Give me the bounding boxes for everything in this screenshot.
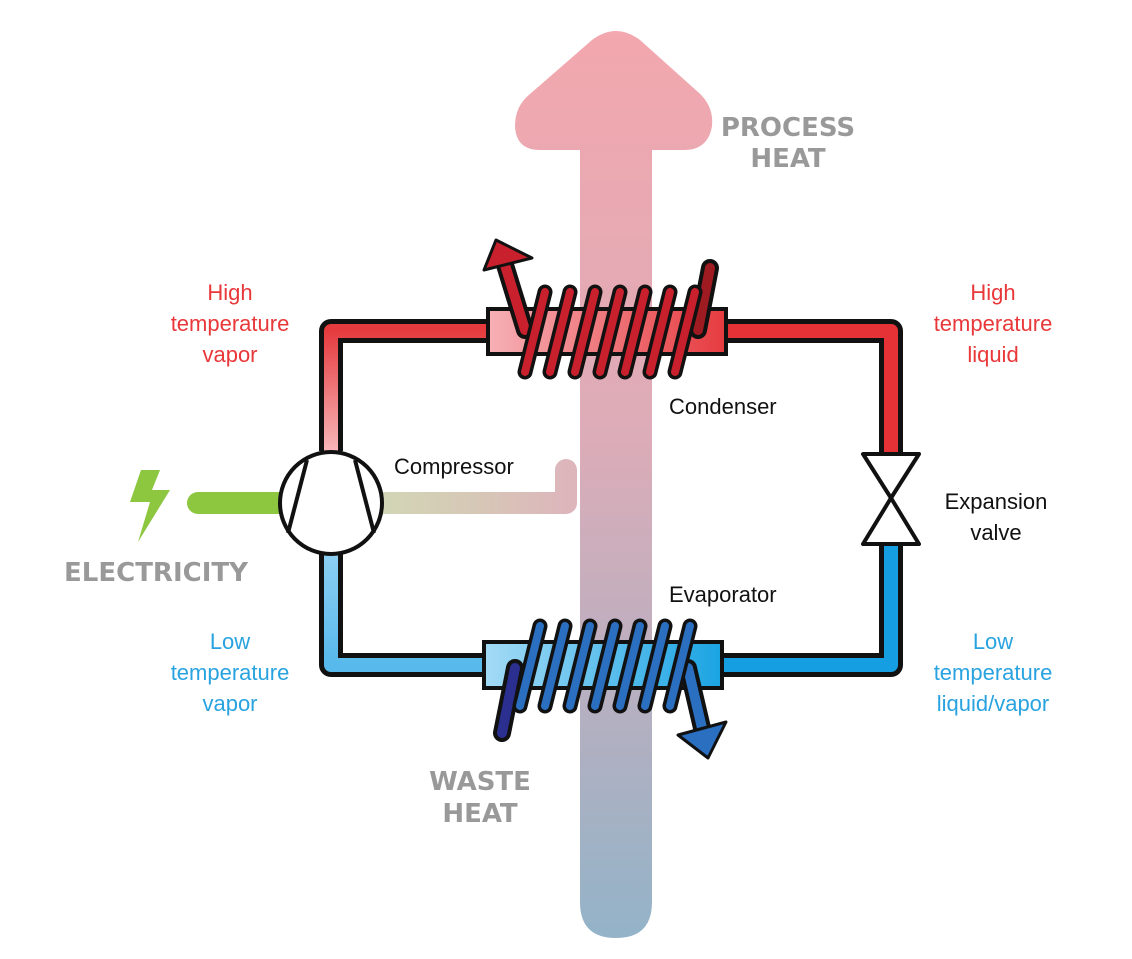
svg-text:High: High — [970, 280, 1015, 305]
condenser-label: Condenser — [669, 394, 777, 419]
state-label-low-liquid-vapor: Low temperature liquid/vapor — [934, 629, 1053, 716]
svg-text:temperature: temperature — [171, 311, 290, 336]
state-label-high-vapor: High temperature vapor — [171, 280, 290, 367]
state-label-low-vapor: Low temperature vapor — [171, 629, 290, 716]
svg-text:vapor: vapor — [202, 342, 257, 367]
process-heat-label: PROCESS — [721, 113, 855, 143]
condenser-coil — [517, 284, 703, 380]
electricity-label: ELECTRICITY — [64, 558, 249, 588]
evaporator — [482, 618, 728, 760]
waste-heat-label: WASTE — [429, 767, 531, 797]
waste-heat-label-2: HEAT — [442, 799, 518, 829]
svg-text:temperature: temperature — [934, 660, 1053, 685]
state-label-high-liquid: High temperature liquid — [934, 280, 1053, 367]
process-heat-label-2: HEAT — [750, 144, 826, 174]
electricity-line — [187, 459, 577, 514]
evaporator-coil — [512, 618, 698, 714]
expansion-valve-label: Expansion — [945, 489, 1048, 514]
expansion-valve-icon — [861, 452, 921, 546]
svg-text:High: High — [207, 280, 252, 305]
svg-text:Low: Low — [973, 629, 1013, 654]
compressor-icon — [278, 450, 384, 556]
pipe-high-liquid — [722, 319, 903, 456]
condenser — [482, 238, 728, 380]
pipe-low-liquid-vapor — [716, 540, 903, 677]
lightning-bolt-icon — [130, 470, 170, 542]
process-heat-arrow — [515, 31, 713, 938]
svg-text:temperature: temperature — [171, 660, 290, 685]
expansion-valve-label-2: valve — [970, 520, 1021, 545]
evaporator-label: Evaporator — [669, 582, 777, 607]
compressor-label: Compressor — [394, 454, 514, 479]
svg-text:temperature: temperature — [934, 311, 1053, 336]
svg-text:Low: Low — [210, 629, 250, 654]
pipe-low-vapor — [319, 550, 492, 677]
refrigerant-loop — [319, 319, 903, 677]
svg-text:vapor: vapor — [202, 691, 257, 716]
svg-text:liquid: liquid — [967, 342, 1018, 367]
pipe-high-vapor — [319, 319, 496, 451]
svg-text:liquid/vapor: liquid/vapor — [937, 691, 1050, 716]
